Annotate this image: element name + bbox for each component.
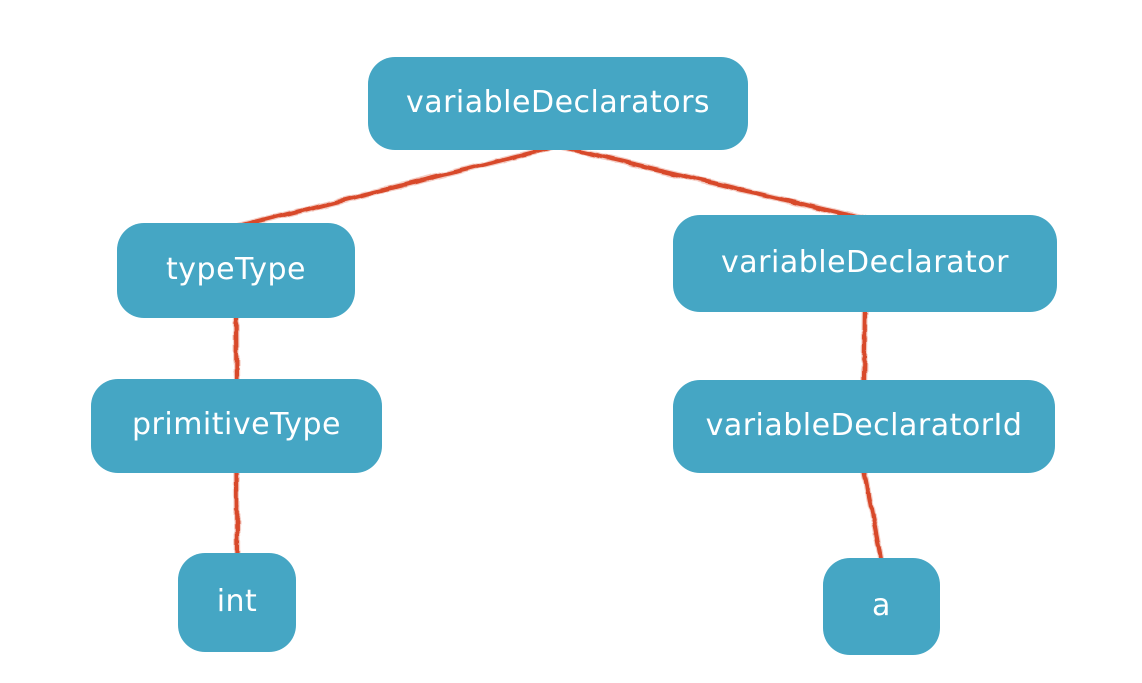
tree-node-a: a [823, 558, 940, 655]
node-label: primitiveType [132, 407, 341, 442]
node-label: variableDeclarator [721, 244, 1009, 280]
tree-edge [861, 466, 884, 565]
tree-edge [860, 304, 869, 388]
tree-edge [861, 305, 868, 387]
tree-node-variableDeclarator: variableDeclarator [673, 215, 1057, 312]
node-label: typeType [166, 251, 306, 287]
tree-edge [554, 142, 869, 223]
tree-node-variableDeclarators: variableDeclarators [368, 57, 748, 150]
tree-edge [860, 465, 885, 566]
tree-node-int: int [178, 553, 296, 652]
tree-node-primitiveType: primitiveType [91, 379, 382, 473]
tree-edge [232, 142, 562, 231]
node-label: int [216, 583, 258, 619]
tree-node-variableDeclaratorId: variableDeclaratorId [673, 380, 1055, 473]
tree-edge [233, 465, 241, 561]
tree-edge [232, 310, 240, 387]
tree-edge [233, 143, 561, 230]
node-label: a [872, 587, 891, 623]
node-label: variableDeclaratorId [705, 407, 1023, 443]
tree-node-typeType: typeType [117, 223, 355, 318]
tree-edge [555, 143, 868, 222]
node-label: variableDeclarators [405, 84, 711, 120]
tree-edge [234, 466, 240, 560]
tree-edge [233, 311, 239, 386]
